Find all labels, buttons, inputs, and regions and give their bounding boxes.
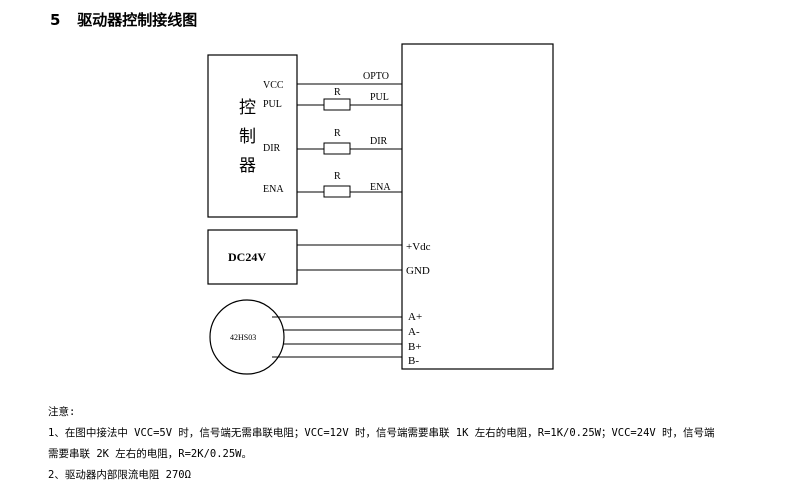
driver-pin-b-minus: B- <box>408 355 419 367</box>
resistor-label-ena: R <box>334 171 341 182</box>
controller-pin-dir: DIR <box>263 143 281 154</box>
driver-pin-ena: ENA <box>370 182 391 193</box>
controller-label-char-3: 器 <box>239 156 256 175</box>
power-supply-box <box>207 229 298 285</box>
driver-pin-opto: OPTO <box>363 71 389 82</box>
motor-label: 42HS03 <box>230 333 256 342</box>
driver-pin-gnd: GND <box>406 265 430 277</box>
wiring-diagram: 控 制 器 VCC PUL DIR ENA OPTO PUL DIR ENA +… <box>207 43 554 375</box>
notes-line-3: 2、驱动器内部限流电阻 270Ω <box>48 469 191 481</box>
notes-title: 注意: <box>48 406 76 418</box>
controller-pin-vcc: VCC <box>263 80 284 91</box>
controller-label-char-2: 制 <box>239 127 256 146</box>
power-supply-label: DC24V <box>228 250 266 264</box>
resistor-ena <box>323 185 351 198</box>
driver-pin-b-plus: B+ <box>408 341 422 353</box>
driver-box <box>401 43 554 370</box>
controller-label-char-1: 控 <box>239 98 256 117</box>
section-number: 5 <box>50 11 61 29</box>
driver-pin-a-minus: A- <box>408 326 420 338</box>
notes-line-1: 1、在图中接法中 VCC=5V 时，信号端无需串联电阻；VCC=12V 时，信号… <box>48 427 715 439</box>
controller-box <box>207 54 298 218</box>
resistor-pul <box>323 98 351 111</box>
driver-pin-dir: DIR <box>370 136 388 147</box>
section-title: 驱动器控制接线图 <box>77 11 198 29</box>
controller-pin-pul: PUL <box>263 99 282 110</box>
notes-line-2: 需要串联 2K 左右的电阻，R=2K/0.25W。 <box>48 448 253 460</box>
resistor-dir <box>323 142 351 155</box>
controller-pin-ena: ENA <box>263 184 284 195</box>
resistor-label-dir: R <box>334 128 341 139</box>
resistor-label-pul: R <box>334 87 341 98</box>
driver-pin-vdc: +Vdc <box>406 241 431 253</box>
motor-circle <box>209 299 285 375</box>
driver-pin-pul: PUL <box>370 92 389 103</box>
notes-section: 注意: 1、在图中接法中 VCC=5V 时，信号端无需串联电阻；VCC=12V … <box>48 402 768 486</box>
section-heading: 5 驱动器控制接线图 <box>50 9 197 30</box>
driver-pin-a-plus: A+ <box>408 311 422 323</box>
